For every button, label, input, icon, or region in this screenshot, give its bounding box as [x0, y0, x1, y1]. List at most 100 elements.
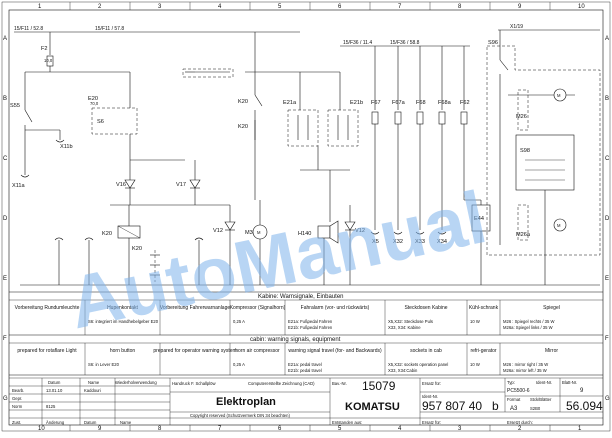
v12-label: V12: [213, 228, 223, 234]
table-cell-note: M26a: mirror left / 35 W: [503, 368, 547, 373]
name-label: Name: [120, 420, 132, 425]
fuse-group: F67 F67a F68 F68a F62: [371, 46, 470, 125]
col-label: 8: [158, 426, 162, 432]
row-label: B: [3, 96, 7, 102]
zust-label: Zust.: [12, 420, 21, 425]
table-cell-title: Kompressor (Signalhorn): [230, 305, 286, 311]
blatt-value: 9: [580, 388, 584, 394]
s96-label: S96: [488, 40, 498, 46]
x32-label: X32: [393, 239, 403, 245]
f68-label: F68: [416, 100, 426, 106]
ground-symbols: [20, 237, 600, 286]
f2-rating: 10,0: [44, 58, 53, 63]
table-cell-note: X5,X32: sockets operation panel: [388, 362, 448, 367]
table-cell-note: E21b: Fußpedal Fahren: [288, 325, 333, 330]
f2-label: F2: [41, 46, 48, 52]
v12-label: V12: [355, 228, 365, 234]
table-cell-note: 0,25 A: [233, 319, 245, 324]
s6-label: S6: [97, 119, 104, 125]
col-label: 5: [278, 4, 282, 10]
row-ruler: A B C D E F G A B C D E F G: [3, 36, 610, 402]
table-cell-title: prepared for operator warning system: [153, 348, 236, 354]
col-label: 4: [218, 4, 222, 10]
row-key: Norm: [12, 404, 23, 409]
entstanden-label: Entstanden aus:: [332, 420, 362, 425]
row-label: F: [3, 336, 7, 342]
m26a-label: M26a: [516, 232, 531, 238]
table-de-header: Kabine: Warnsignale, Einbauten: [258, 294, 344, 300]
aend-label: Änderung: [46, 420, 65, 425]
table-cell-title: refri-gerator: [470, 348, 496, 354]
table-cell-note: S6: in Lever E20: [88, 362, 120, 367]
col-label: 9: [518, 4, 522, 10]
col-label: 4: [398, 426, 402, 432]
svg-text:M: M: [557, 223, 561, 228]
table-cell-title: Spiegel: [543, 305, 560, 311]
h140-label: H140: [298, 231, 311, 237]
table-cell-note: E21b: pedal travel: [288, 368, 322, 373]
table-cell-title: Hupenkontakt: [107, 305, 138, 311]
table-cell-note: 10 W: [470, 362, 480, 367]
col-label: 8: [458, 4, 462, 10]
erstat3-label: Ersetzt durch:: [507, 420, 533, 425]
k20-label: K20: [238, 99, 248, 105]
supply-rails: 15/F11 / 52.8 15/F11 / 57.8 15/F36 / 11.…: [14, 24, 600, 47]
row-label: E: [605, 276, 609, 282]
row-label: C: [3, 156, 8, 162]
table-cell-note: X5,X32: Steckdose Puls: [388, 319, 433, 324]
row-label: D: [605, 216, 610, 222]
table-cell-note: M26 : mirror right / 35 W: [503, 362, 548, 367]
top-column-ruler: 1 2 3 4 5 6 7 8 9 10: [38, 2, 585, 10]
svg-text:M: M: [557, 93, 561, 98]
x34-label: X34: [437, 239, 447, 245]
table-cell-note: 0,25 A: [233, 362, 245, 367]
table-cell-title: sockets in cab: [410, 348, 442, 354]
e44-label: E44: [474, 216, 484, 222]
ref-label: 15/F36 / 58.8: [390, 40, 420, 46]
cad-note: Computererstellte Zeichnung (CAD): [248, 381, 315, 386]
fuse-f2: F2 10,0: [41, 32, 130, 73]
row-key: Bearb.: [12, 388, 24, 393]
ident-rev: b: [492, 399, 499, 413]
pedal-e21a: E21a: [283, 100, 319, 147]
table-cell-note: 10 W: [470, 319, 480, 324]
col-label: 1: [578, 426, 582, 432]
ident-value: 957 807 40: [422, 399, 482, 413]
row-label: F: [605, 336, 609, 342]
table-cell-note: S6: integriert im Handhebelgeber E20: [88, 319, 159, 324]
bav-value: 15079: [362, 379, 396, 393]
table-cell-note: M26a: Spiegel links / 35 W: [503, 325, 553, 330]
handdruck: Handruck F. Schallplöw: [172, 381, 216, 386]
table-cell-note: X33, X34: Kabine: [388, 325, 421, 330]
col-label: 6: [338, 4, 342, 10]
row-label: G: [3, 396, 8, 402]
row-label: A: [3, 36, 7, 42]
col-label: 10: [578, 4, 585, 10]
v17-label: V17: [176, 182, 186, 188]
k20-coil-label: K20: [102, 231, 112, 237]
k20-contact-label: K20: [132, 246, 142, 252]
x11b-label: X11b: [60, 144, 73, 150]
switch-s55: S55 X11b X11a: [10, 71, 73, 189]
col-label: 7: [218, 426, 222, 432]
x5-label: X5: [372, 239, 379, 245]
drawing-title: Elektroplan: [216, 396, 276, 408]
table-cell-title: Vorbereitung Fahrerwarnanlage: [160, 305, 231, 311]
ident2-label: Ident-Nr.: [536, 380, 552, 385]
col-name: Name: [88, 380, 100, 385]
erstat2-label: Ersatz für:: [422, 420, 441, 425]
copyright: Copyright reserved (Schutzvermerk DIN 34…: [190, 413, 290, 418]
s55-label: S55: [10, 103, 20, 109]
stckbl-value: 56.094: [566, 399, 603, 413]
f68a-label: F68a: [438, 100, 452, 106]
e21a-label: E21a: [283, 100, 297, 106]
bottom-column-ruler: 10 9 8 7 6 5 4 3 2 1: [38, 425, 582, 432]
table-cell-title: horn button: [110, 348, 136, 354]
col-date: Datum: [48, 380, 61, 385]
row-label: D: [3, 216, 8, 222]
col-label: 10: [38, 426, 45, 432]
f67a-label: F67a: [392, 100, 406, 106]
